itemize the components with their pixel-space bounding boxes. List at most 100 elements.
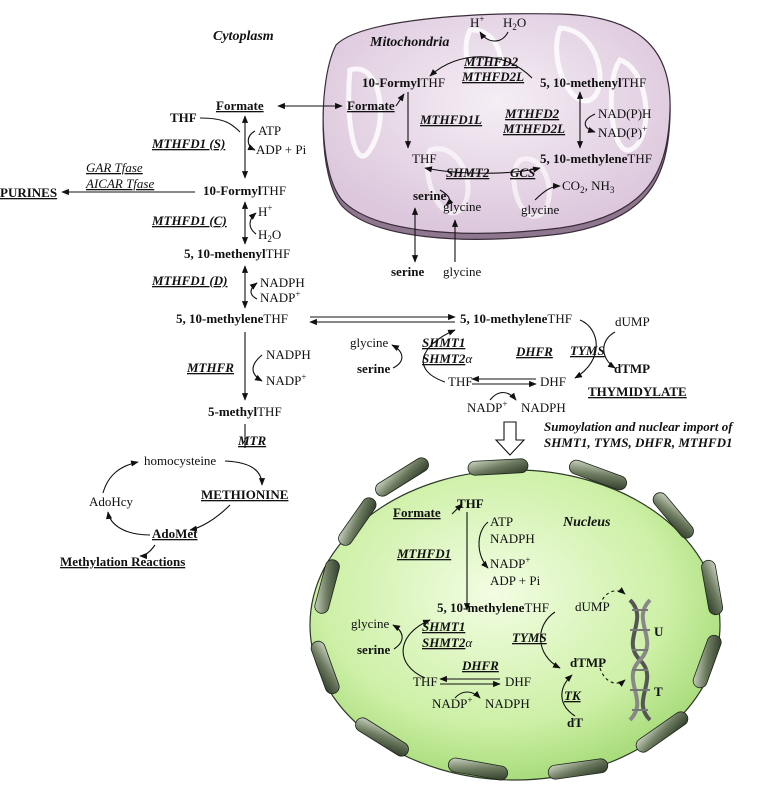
cyto-glycine-out: glycine [443,264,481,279]
nuc-glycine: glycine [351,616,389,631]
thym-dtmp: dTMP [614,361,650,376]
thym-dhfr: DHFR [515,344,553,359]
mito-methenyl-thf: 5, 10-methenylTHF [540,75,646,90]
thym-dhf: DHF [540,374,566,389]
nuc-t: T [654,684,663,699]
cyto-aicar-tfase: AICAR Tfase [85,176,154,191]
cyto-methionine: METHIONINE [201,487,288,502]
cyto-thf: THF [170,110,197,125]
nuc-adp-pi: ADP + Pi [490,573,541,588]
nuc-mthfd1: MTHFD1 [396,546,451,561]
thym-serine: serine [357,361,390,376]
mito-pathway: H+ H2O MTHFD2 MTHFD2L 10-FormylTHF 5, 10… [347,14,652,217]
mito-thf: THF [412,151,437,166]
nuc-nadp: NADP+ [490,555,530,571]
nuc-thf: THF [457,496,484,511]
nuc-atp: ATP [490,514,513,529]
nuc-dt: dT [567,715,583,730]
thym-thf: THF [448,374,473,389]
mito-mthfd2-b: MTHFD2 [504,106,560,121]
cyto-mtr: MTR [237,433,267,448]
cyto-nadp2: NADP+ [266,372,306,388]
mitochondria-label: Mitochondria [369,35,449,50]
cyto-methylation: Methylation Reactions [60,554,185,569]
thym-methylene-thf: 5, 10-methyleneTHF [460,311,572,326]
mito-mthfd2l-a: MTHFD2L [461,69,524,84]
cyto-h2o: H2O [258,227,281,244]
mito-formate: Formate [347,98,395,113]
nuclear-import-arrow [494,421,526,456]
nuc-dhf: DHF [505,674,531,689]
nuc-serine: serine [357,642,390,657]
cyto-pathway: Formate THF ATP MTHFD1 (S) ADP + Pi GAR … [0,98,456,569]
cyto-mthfd1d: MTHFD1 (D) [151,273,227,288]
cyto-purines: PURINES [0,185,57,200]
nuc-nadp2: NADP+ [432,695,472,711]
cyto-adp-pi: ADP + Pi [256,142,307,157]
mito-nadph: NAD(P)H [598,106,651,121]
nuc-methylene-thf: 5, 10-methyleneTHF [437,600,549,615]
thym-dump: dUMP [615,314,650,329]
nuc-dump: dUMP [575,599,610,614]
cyto-nadph2: NADPH [266,347,311,362]
mitochondrion [322,13,671,240]
mito-shmt2: SHMT2 [446,165,490,180]
thym-nadp: NADP+ [467,399,507,415]
nuc-thf2: THF [413,674,438,689]
nucleus-pathway: Formate THF ATP NADPH MTHFD1 NADP+ ADP +… [351,496,664,730]
cyto-gar-tfase: GAR Tfase [86,160,143,175]
cyto-nadp: NADP+ [260,289,300,305]
thym-nadph: NADPH [521,400,566,415]
nucleus-label: Nucleus [562,515,611,530]
thymidylate-cycle: 5, 10-methyleneTHF glycine serine SHMT1 … [350,311,734,456]
nuc-nadph2: NADPH [485,696,530,711]
cyto-mthfd1c: MTHFD1 (C) [151,213,227,228]
cyto-homocysteine: homocysteine [144,453,216,468]
cyto-nadph: NADPH [260,275,305,290]
mito-h2o: H2O [503,15,526,32]
mito-nadp: NAD(P)+ [598,124,647,140]
nuc-dhfr: DHFR [461,658,499,673]
mito-glycine-b: glycine [521,202,559,217]
thym-tyms: TYMS [570,343,605,358]
sumo-line1: Sumoylation and nuclear import of [544,419,734,434]
thym-shmt1: SHMT1 [422,335,465,350]
nuclear-pores [310,457,724,781]
mito-mthfd2l-b: MTHFD2L [502,121,565,136]
nucleus [309,457,724,781]
dna-helix-icon [628,598,652,722]
mito-serine: serine [413,188,446,203]
mito-h: H+ [470,14,484,30]
nuc-nadph: NADPH [490,531,535,546]
cyto-mthfd1s: MTHFD1 (S) [151,136,225,151]
mito-mthfd2-a: MTHFD2 [463,54,519,69]
cyto-mthfr: MTHFR [186,360,234,375]
thym-glycine: glycine [350,335,388,350]
sumo-line2: SHMT1, TYMS, DHFR, MTHFD1 [544,435,733,450]
nuc-u: U [654,624,664,639]
mito-co2-nh3: CO2, NH3 [562,178,615,195]
nuc-tyms: TYMS [512,630,547,645]
cyto-adomet: AdoMet [152,526,198,541]
cyto-methylene-thf: 5, 10-methyleneTHF [176,311,288,326]
mito-formyl-thf: 10-FormylTHF [362,75,445,90]
cyto-methenyl-thf: 5, 10-methenylTHF [184,246,290,261]
nuc-shmt1: SHMT1 [422,619,465,634]
nuc-formate: Formate [393,505,441,520]
cyto-atp: ATP [258,123,281,138]
mito-gcs: GCS [510,165,535,180]
thym-thymidylate: THYMIDYLATE [588,384,687,399]
mito-mthfd1l: MTHFD1L [419,112,482,127]
cyto-adohcy: AdoHcy [89,494,134,509]
nuc-dtmp: dTMP [570,655,606,670]
nuc-tk: TK [564,688,582,703]
cyto-formyl-thf: 10-FormylTHF [203,183,286,198]
mito-methylene-thf: 5, 10-methyleneTHF [540,151,652,166]
cytoplasm-label: Cytoplasm [213,29,274,44]
nuc-shmt2a: SHMT2α [422,635,473,650]
cyto-formate: Formate [216,98,264,113]
cyto-h: H+ [258,203,272,219]
cyto-serine-out: serine [391,264,424,279]
